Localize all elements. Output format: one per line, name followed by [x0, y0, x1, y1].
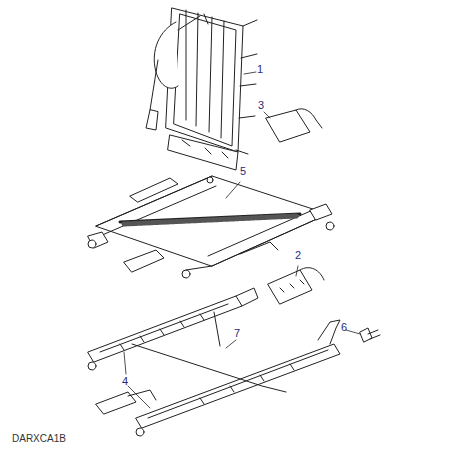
callout-number: 5 — [240, 166, 246, 177]
callout-number: 4 — [122, 376, 128, 387]
seat-runner — [88, 288, 340, 436]
adjuster-wire — [132, 312, 286, 392]
pad — [266, 109, 322, 142]
callout-number: 2 — [295, 250, 301, 261]
callout-number: 6 — [341, 322, 347, 333]
callout-number: 1 — [257, 64, 263, 75]
bolt — [360, 328, 380, 342]
seat-cushion-frame — [88, 176, 334, 278]
seat-back-frame — [146, 8, 257, 170]
figure-code: DARXCA1B — [12, 434, 66, 444]
callout-number: 7 — [234, 328, 240, 339]
callout-number: 3 — [258, 100, 264, 111]
pad — [268, 268, 324, 304]
leader-lines — [124, 72, 360, 408]
